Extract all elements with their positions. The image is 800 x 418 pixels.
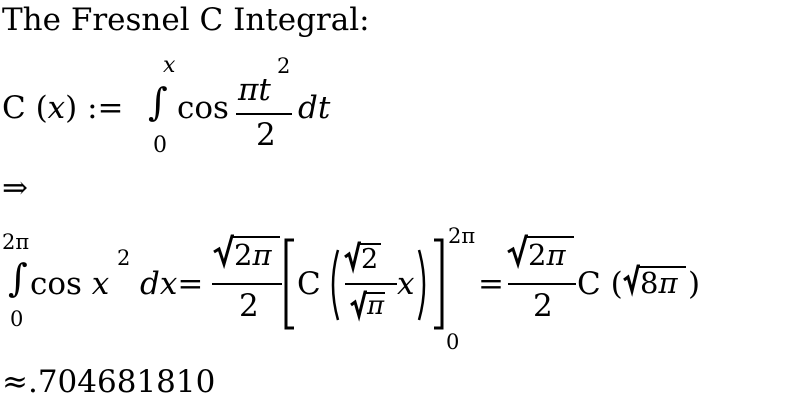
inner-x: x xyxy=(397,266,415,302)
frac1-den: 2 xyxy=(239,288,259,324)
dt-label: dt xyxy=(298,90,331,126)
sqrt-vinculum-4 xyxy=(526,236,574,238)
inner-den: π xyxy=(367,291,385,321)
sqrt-sign-1 xyxy=(213,234,234,270)
eval-C2: C ( xyxy=(577,266,623,302)
frac-num: πt xyxy=(238,72,271,108)
sqrt-vinculum-2 xyxy=(359,243,381,245)
frac2-bar xyxy=(508,283,576,285)
eval-C: C xyxy=(297,266,321,302)
title: The Fresnel C Integral: xyxy=(2,2,370,38)
cos-label: cos xyxy=(177,90,229,126)
eval-eq: = xyxy=(478,266,504,302)
integral-lower: 0 xyxy=(153,133,167,158)
right-bracket xyxy=(434,238,444,330)
sqrt-sign-4 xyxy=(507,234,528,270)
integral-upper: x xyxy=(163,53,176,78)
sqrt-sign-2 xyxy=(344,241,361,274)
frac2-num: 2π xyxy=(528,238,566,272)
left-paren xyxy=(331,249,340,321)
frac-den: 2 xyxy=(256,117,276,153)
frac-num-exp: 2 xyxy=(277,54,291,78)
frac1-bar xyxy=(212,283,282,285)
frac2-den: 2 xyxy=(533,288,553,324)
sqrt-vinculum-1 xyxy=(232,236,280,238)
eval-upper: 2π xyxy=(448,224,476,248)
inner-num: 2 xyxy=(361,244,379,275)
eval-exp: 2 xyxy=(117,246,131,270)
left-bracket xyxy=(284,238,294,330)
sqrt-sign-3 xyxy=(350,290,367,322)
sqrt-vinculum-5 xyxy=(638,266,686,268)
eval-integral-sign: ∫ xyxy=(8,256,28,300)
integral-sign: ∫ xyxy=(148,80,168,124)
eval-dx: dx= xyxy=(140,266,204,302)
eval-close: ) xyxy=(688,266,701,302)
sqrt-arg: 8π xyxy=(640,266,678,300)
sqrt-vinculum-3 xyxy=(365,292,385,294)
sqrt-sign-5 xyxy=(623,264,640,297)
right-paren xyxy=(417,249,426,321)
frac1-num: 2π xyxy=(234,238,272,272)
result: ≈.704681810 xyxy=(2,364,216,400)
implies-arrow: ⇒ xyxy=(2,170,28,206)
eval-integrand: cos x xyxy=(30,266,110,302)
eval-integral-lower: 0 xyxy=(10,307,24,331)
inner-frac-bar xyxy=(345,283,397,285)
definition-lhs: C (x) := xyxy=(2,90,124,126)
eval-integral-upper: 2π xyxy=(2,230,30,254)
fraction-bar xyxy=(236,113,292,115)
eval-lower: 0 xyxy=(446,330,460,354)
